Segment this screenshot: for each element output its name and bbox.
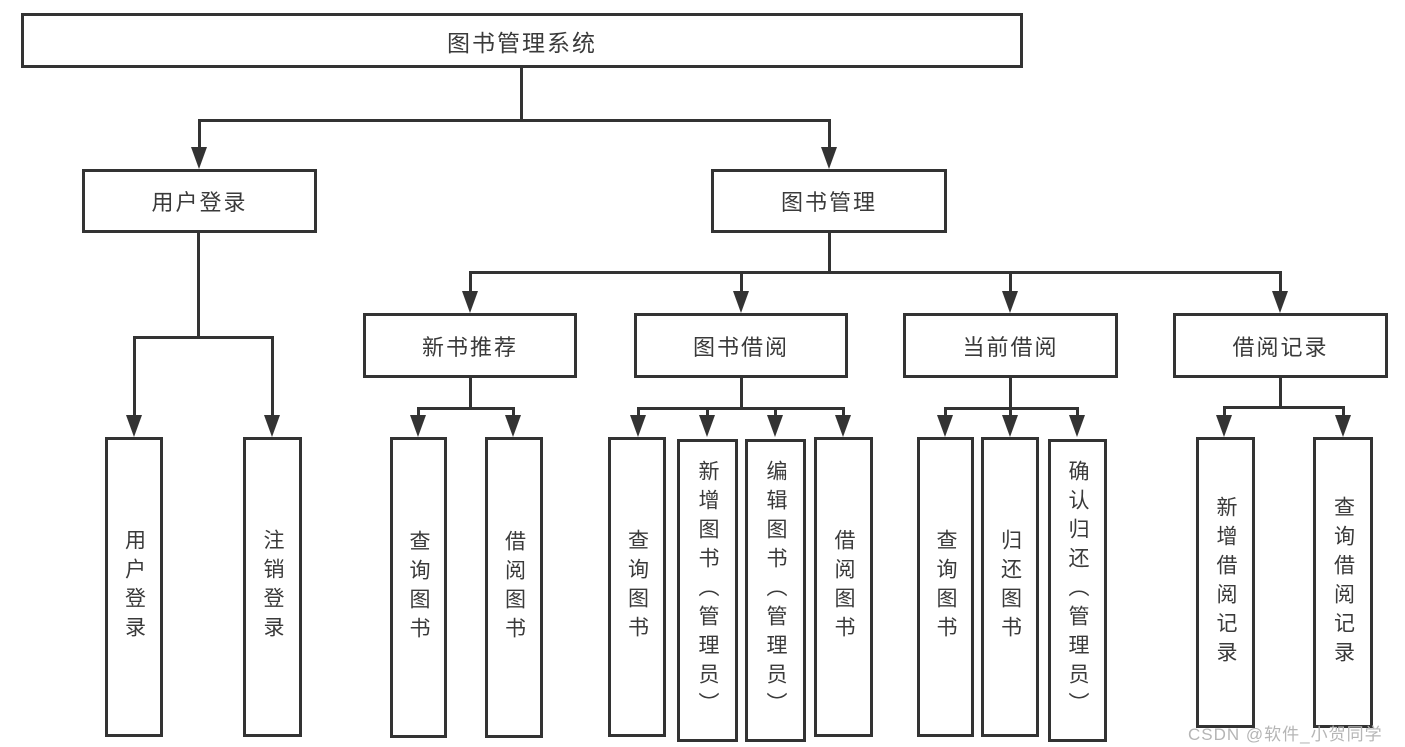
node-current-borrow-label: 当前借阅 [962, 334, 1059, 360]
leaf-query-books-newbook: 查询图书 [390, 437, 447, 738]
arrow-down-icon [821, 147, 837, 169]
connector-line [1076, 407, 1079, 417]
node-borrow-records: 借阅记录 [1173, 313, 1388, 378]
node-current-borrow: 当前借阅 [903, 313, 1118, 378]
connector-line [706, 407, 709, 417]
connector-line [133, 336, 274, 339]
leaf-confirm-return-admin-label: 确认归还（管理员） [1066, 460, 1089, 721]
connector-line [1279, 378, 1282, 408]
leaf-query-books-borrow-label: 查询图书 [625, 529, 649, 645]
arrow-down-icon [264, 415, 280, 437]
connector-line [417, 407, 515, 410]
connector-line [198, 119, 831, 122]
connector-line [520, 68, 523, 120]
connector-line [740, 378, 743, 409]
arrow-down-icon [1272, 291, 1288, 313]
arrow-down-icon [1002, 291, 1018, 313]
node-new-book-recommend: 新书推荐 [363, 313, 577, 378]
connector-line [197, 233, 200, 338]
arrow-down-icon [505, 415, 521, 437]
arrow-down-icon [1216, 415, 1232, 437]
connector-line [512, 407, 515, 417]
connector-line [774, 407, 777, 417]
node-user-login-label: 用户登录 [151, 190, 248, 215]
leaf-borrow-books-newbook: 借阅图书 [485, 437, 543, 738]
leaf-borrow-books-newbook-label: 借阅图书 [502, 529, 526, 646]
leaf-user-login: 用户登录 [105, 437, 163, 737]
arrow-down-icon [699, 415, 715, 437]
node-book-borrow-label: 图书借阅 [692, 334, 789, 360]
connector-line [1009, 378, 1012, 409]
connector-line [198, 119, 201, 150]
arrow-down-icon [767, 415, 783, 437]
connector-line [271, 336, 274, 416]
arrow-down-icon [835, 415, 851, 437]
leaf-borrow-books-borrow-label: 借阅图书 [832, 529, 855, 645]
arrow-down-icon [1069, 415, 1085, 437]
leaf-confirm-return-admin: 确认归还（管理员） [1048, 439, 1107, 742]
connector-line [842, 407, 845, 417]
arrow-down-icon [937, 415, 953, 437]
watermark: CSDN @软件_小贺同学 [1188, 725, 1383, 744]
connector-line [637, 407, 640, 417]
connector-line [740, 271, 743, 293]
arrow-down-icon [1335, 415, 1351, 437]
connector-line [1279, 271, 1282, 293]
leaf-query-books-current: 查询图书 [917, 437, 974, 737]
arrow-down-icon [410, 415, 426, 437]
node-book-management: 图书管理 [711, 169, 947, 233]
node-book-management-label: 图书管理 [780, 190, 877, 215]
connector-line [469, 271, 1282, 274]
connector-line [944, 407, 947, 417]
connector-line [637, 407, 845, 410]
node-root: 图书管理系统 [21, 13, 1023, 68]
connector-line [1223, 406, 1226, 417]
connector-line [133, 336, 136, 416]
connector-line [469, 271, 472, 293]
connector-line [1223, 406, 1345, 409]
node-borrow-records-label: 借阅记录 [1232, 334, 1329, 360]
leaf-query-borrow-record: 查询借阅记录 [1313, 437, 1373, 728]
connector-line [828, 119, 831, 150]
leaf-add-borrow-record: 新增借阅记录 [1196, 437, 1255, 728]
leaf-query-books-borrow: 查询图书 [608, 437, 666, 737]
leaf-add-books-admin: 新增图书（管理员） [677, 439, 738, 742]
arrow-down-icon [630, 415, 646, 437]
leaf-logout-label: 注销登录 [261, 529, 284, 645]
leaf-edit-books-admin-label: 编辑图书（管理员） [764, 460, 787, 721]
connector-line [417, 407, 420, 417]
node-book-borrow: 图书借阅 [634, 313, 848, 378]
node-user-login: 用户登录 [82, 169, 317, 233]
leaf-user-login-label: 用户登录 [122, 529, 146, 645]
connector-line [1009, 407, 1012, 417]
arrow-down-icon [462, 291, 478, 313]
leaf-return-books-label: 归还图书 [998, 529, 1022, 645]
leaf-query-books-current-label: 查询图书 [934, 529, 957, 645]
leaf-query-borrow-record-label: 查询借阅记录 [1331, 495, 1355, 670]
arrow-down-icon [191, 147, 207, 169]
leaf-add-books-admin-label: 新增图书（管理员） [696, 460, 719, 721]
arrow-down-icon [126, 415, 142, 437]
node-new-book-recommend-label: 新书推荐 [421, 334, 518, 360]
leaf-query-books-newbook-label: 查询图书 [407, 529, 430, 646]
leaf-logout: 注销登录 [243, 437, 302, 737]
leaf-edit-books-admin: 编辑图书（管理员） [745, 439, 806, 742]
leaf-return-books: 归还图书 [981, 437, 1039, 737]
connector-line [828, 233, 831, 273]
leaf-borrow-books-borrow: 借阅图书 [814, 437, 873, 737]
arrow-down-icon [1002, 415, 1018, 437]
connector-line [1009, 271, 1012, 293]
connector-line [1342, 406, 1345, 417]
node-root-label: 图书管理系统 [447, 29, 597, 56]
leaf-add-borrow-record-label: 新增借阅记录 [1214, 495, 1237, 670]
arrow-down-icon [733, 291, 749, 313]
connector-line [469, 378, 472, 409]
